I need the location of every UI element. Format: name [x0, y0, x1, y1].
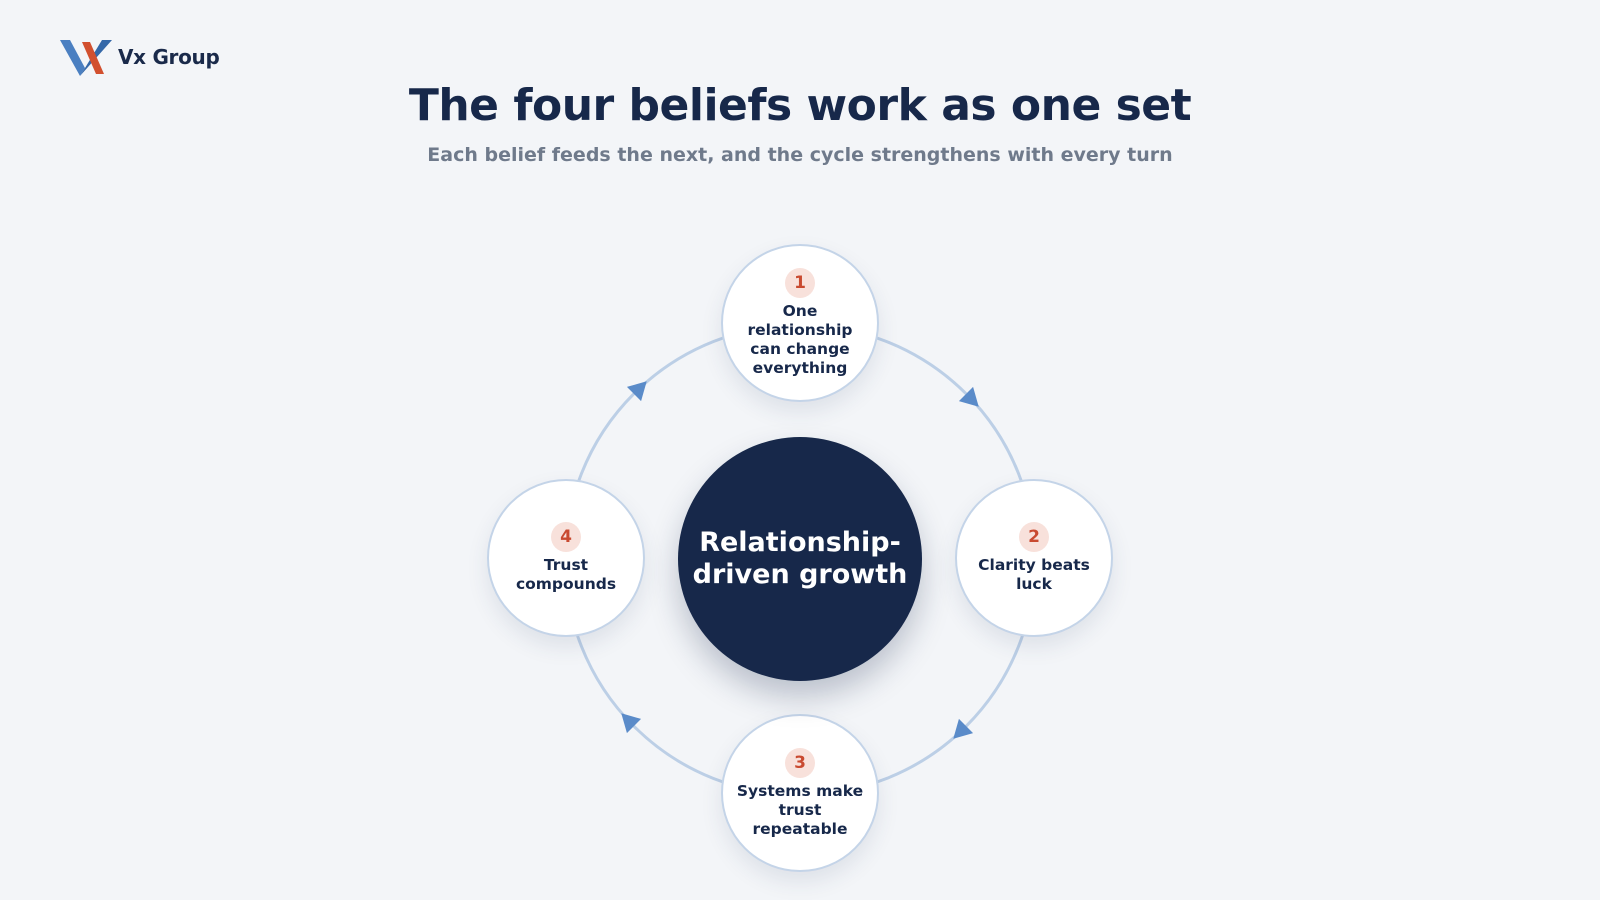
step-number-badge: 3: [785, 747, 815, 778]
belief-node-2: 2 Clarity beats luck: [955, 479, 1113, 637]
center-concept-label: Relationship-driven growth: [692, 527, 908, 590]
brand-name: Vx Group: [118, 45, 220, 69]
belief-node-3: 3 Systems make trust repeatable: [721, 714, 879, 872]
page-title: The four beliefs work as one set: [408, 80, 1192, 131]
belief-label: Clarity beats luck: [978, 556, 1090, 593]
step-number-badge: 4: [551, 522, 581, 552]
step-number-badge: 2: [1019, 522, 1049, 552]
belief-node-1: 1 One relationship can change everything: [721, 244, 879, 402]
arrow-4-to-1-icon: [626, 381, 647, 402]
belief-node-4: 4 Trust compounds: [487, 479, 645, 637]
center-concept: Relationship-driven growth: [678, 437, 922, 681]
belief-label: Trust compounds: [515, 556, 617, 593]
arrow-3-to-4-icon: [621, 713, 642, 734]
vx-logo-icon: [60, 40, 112, 76]
belief-label: One relationship can change everything: [747, 302, 853, 377]
brand-logo: Vx Group: [60, 38, 220, 76]
page-subtitle: Each belief feeds the next, and the cycl…: [427, 144, 1173, 166]
arrow-1-to-2-icon: [958, 386, 979, 407]
belief-label: Systems make trust repeatable: [736, 781, 864, 838]
arrow-2-to-3-icon: [953, 718, 974, 739]
step-number-badge: 1: [785, 268, 815, 298]
